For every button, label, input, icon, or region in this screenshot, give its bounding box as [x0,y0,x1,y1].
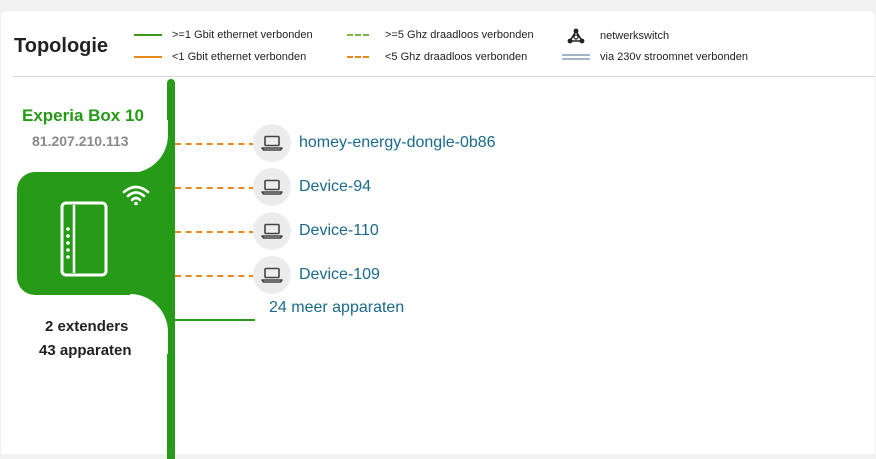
connection-line-wifi-slow [175,187,255,189]
more-devices-link[interactable]: 24 meer apparaten [269,299,405,316]
legend-line-orange-dashed [347,56,369,58]
router-ip: 81.207.210.113 [32,133,129,149]
device-link[interactable]: Device-109 [299,266,380,283]
wifi-icon [122,185,150,206]
legend-wifi-slow: <5 Ghz draadloos verbonden [347,51,527,63]
device-avatar[interactable] [253,256,291,294]
device-avatar[interactable] [253,124,291,162]
laptop-icon [261,267,283,283]
legend-line-blue-double [562,54,590,60]
legend-line-green-dashed [347,34,369,36]
legend-powerline: via 230v stroomnet verbonden [562,51,748,63]
connection-line-wifi-slow [175,275,255,277]
legend-line-orange-solid [134,56,162,58]
device-link[interactable]: Device-110 [299,222,379,239]
page-title: Topologie [14,35,109,57]
legend-eth-slow-label: <1 Gbit ethernet verbonden [172,51,307,63]
extenders-count: 2 extenders [45,318,129,335]
device-avatar[interactable] [253,168,291,206]
header-divider [13,76,875,77]
router-name[interactable]: Experia Box 10 [22,106,144,125]
legend-wifi-slow-label: <5 Ghz draadloos verbonden [385,51,528,63]
legend-switch-label: netwerkswitch [600,30,670,42]
device-avatar[interactable] [253,212,291,250]
legend-powerline-label: via 230v stroomnet verbonden [600,51,748,63]
device-link[interactable]: homey-energy-dongle-0b86 [299,134,496,151]
router-icon [60,201,108,277]
laptop-icon [261,223,283,239]
legend-eth-fast: >=1 Gbit ethernet verbonden [134,29,313,41]
legend-line-green-solid [134,34,162,36]
legend-eth-slow: <1 Gbit ethernet verbonden [134,51,306,63]
laptop-icon [261,179,283,195]
laptop-icon [261,135,283,151]
connection-line-wifi-slow [175,231,255,233]
network-switch-icon [562,28,590,44]
connection-line-ethernet [175,319,255,321]
legend-wifi-fast: >=5 Ghz draadloos verbonden [347,29,534,41]
devices-count: 43 apparaten [39,342,132,359]
legend-switch: netwerkswitch [562,28,669,44]
device-link[interactable]: Device-94 [299,178,372,195]
router-panel[interactable] [17,172,175,295]
legend-wifi-fast-label: >=5 Ghz draadloos verbonden [385,29,534,41]
connection-line-wifi-slow [175,143,255,145]
legend-eth-fast-label: >=1 Gbit ethernet verbonden [172,29,313,41]
